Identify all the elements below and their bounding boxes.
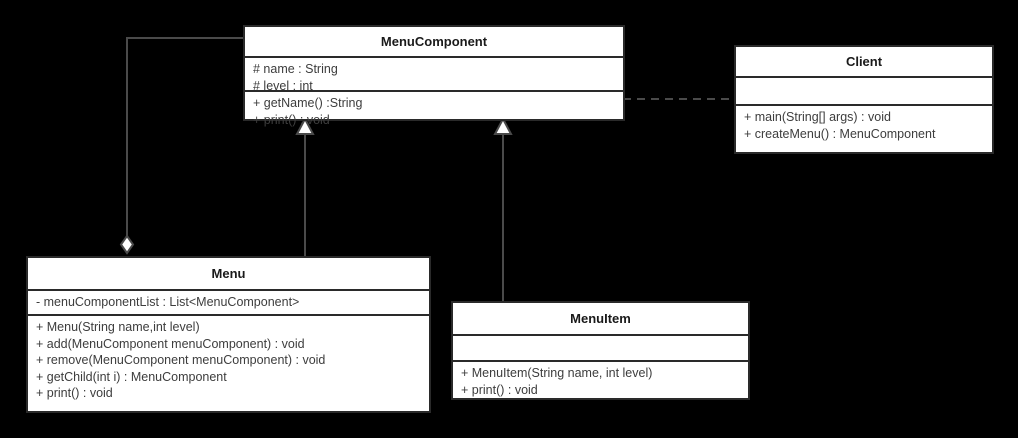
relationship-generalization-menuitem-menucomponent[interactable] <box>493 116 513 301</box>
class-box-menucomponent[interactable]: MenuComponent # name : String # level : … <box>243 25 625 127</box>
class-operation: + add(MenuComponent menuComponent) : voi… <box>36 336 305 351</box>
class-operation: + MenuItem(String name, int level) <box>461 366 653 380</box>
class-operations-menucomponent: + getName() :String + print() : void <box>245 90 623 127</box>
class-operation: + print() : void <box>253 112 330 127</box>
class-attributes-menuitem <box>453 334 748 360</box>
class-title-client: Client <box>845 54 883 69</box>
class-title-menuitem: MenuItem <box>570 311 631 326</box>
class-operation: + print() : void <box>36 386 113 400</box>
class-operations-client: + main(String[] args) : void + createMen… <box>736 104 992 152</box>
class-attributes-client <box>736 76 992 104</box>
class-box-client[interactable]: Client + main(String[] args) : void + cr… <box>734 45 994 154</box>
class-title-menu: Menu <box>211 266 246 281</box>
class-attribute: # level : int <box>253 78 313 93</box>
class-title-menucomponent: MenuComponent <box>380 34 488 49</box>
generalization-triangle-icon <box>493 116 513 135</box>
class-attributes-menucomponent: # name : String # level : int <box>245 56 623 93</box>
class-operations-menu: + Menu(String name,int level) + add(Menu… <box>28 314 429 413</box>
class-operation: + getChild(int i) : MenuComponent <box>36 369 227 384</box>
class-operations-menuitem: + MenuItem(String name, int level) + pri… <box>453 360 748 402</box>
class-operation: + Menu(String name,int level) <box>36 320 200 334</box>
generalization-triangle-icon <box>295 116 315 135</box>
class-attributes-menu: - menuComponentList : List<MenuComponent… <box>28 289 429 314</box>
class-operation: + getName() :String <box>253 96 363 110</box>
class-operation: + createMenu() : MenuComponent <box>744 126 936 141</box>
class-attribute: - menuComponentList : List<MenuComponent… <box>36 295 300 309</box>
class-box-menuitem[interactable]: MenuItem + MenuItem(String name, int lev… <box>451 301 750 400</box>
relationship-aggregation-menucomponent-menu[interactable] <box>119 37 245 255</box>
aggregation-diamond-icon <box>119 234 135 255</box>
class-attribute: # name : String <box>253 62 338 76</box>
class-operation: + remove(MenuComponent menuComponent) : … <box>36 353 326 367</box>
class-operation: + main(String[] args) : void <box>744 110 891 124</box>
class-box-menu[interactable]: Menu - menuComponentList : List<MenuComp… <box>26 256 431 413</box>
class-operation: + print() : void <box>461 382 538 397</box>
relationship-generalization-menu-menucomponent[interactable] <box>295 116 315 256</box>
